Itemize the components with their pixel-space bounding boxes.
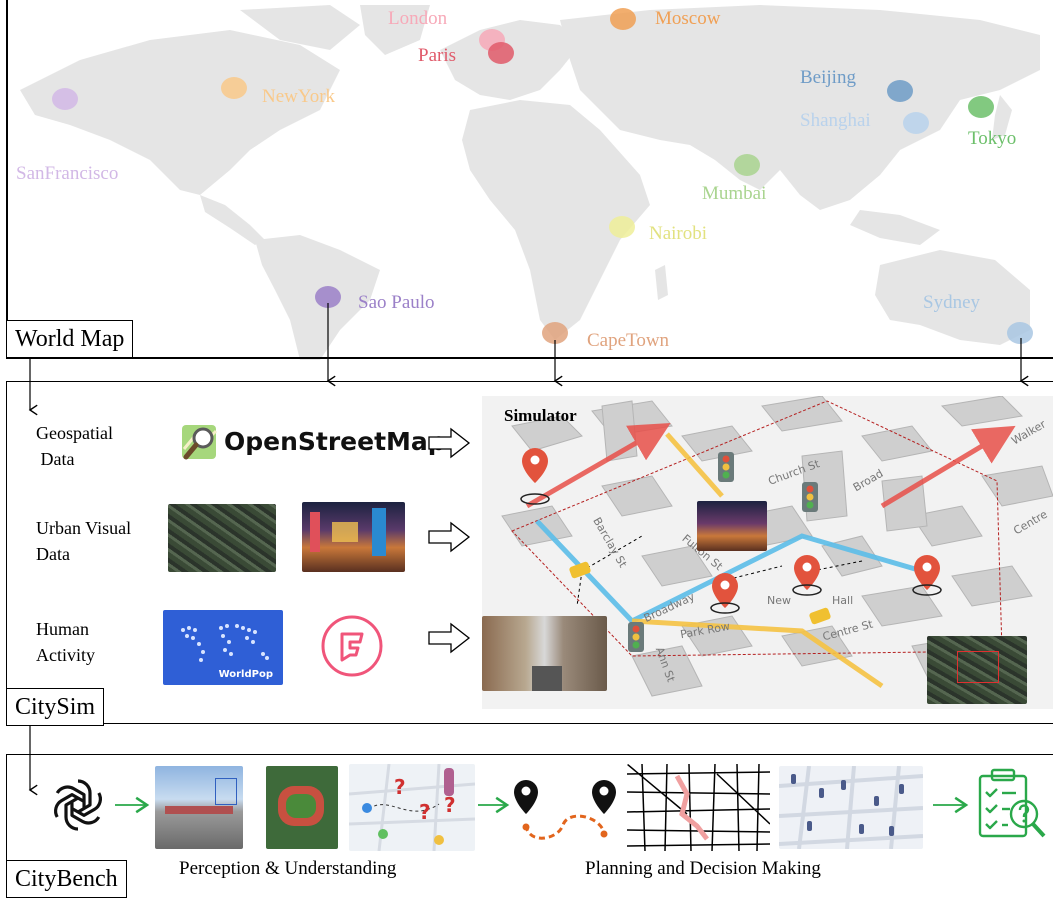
road-network-image xyxy=(627,764,770,851)
world-map-label: World Map xyxy=(6,320,134,358)
perception-understanding-caption: Perception & Understanding xyxy=(179,858,397,879)
simulator-night-photo xyxy=(697,501,767,551)
world-map-panel: London Paris Moscow NewYork SanFrancisco… xyxy=(0,0,1053,360)
urban-visual-data-label: Urban Visual Data xyxy=(36,518,132,564)
city-label-sydney: Sydney xyxy=(923,292,980,313)
citysim-panel xyxy=(6,381,1053,724)
city-label-tokyo: Tokyo xyxy=(968,128,1017,149)
svg-text:?: ? xyxy=(419,800,431,824)
city-label-sanfrancisco: SanFrancisco xyxy=(16,163,119,184)
city-label-newyork: NewYork xyxy=(262,86,336,107)
map-navigation-image: ? ? ? xyxy=(349,764,475,851)
city-marker-saopaulo xyxy=(315,286,341,308)
city-label-saopaulo: Sao Paulo xyxy=(358,292,435,313)
svg-text:?: ? xyxy=(444,793,456,817)
osm-label: OpenStreetMap xyxy=(224,427,446,456)
street-night-photo-thumbnail xyxy=(302,502,405,572)
street-label-hall: Hall xyxy=(832,594,854,607)
satellite-image-thumbnail xyxy=(168,504,276,572)
city-marker-sydney xyxy=(1007,322,1033,344)
city-label-shanghai: Shanghai xyxy=(800,110,871,131)
world-map-border-left xyxy=(6,0,8,358)
city-marker-mumbai xyxy=(734,154,760,176)
city-label-nairobi: Nairobi xyxy=(649,223,708,244)
citysim-label: CitySim xyxy=(6,688,105,726)
svg-text:?: ? xyxy=(394,775,406,799)
simulator-street-view-photo xyxy=(482,616,607,691)
street-scene-image xyxy=(155,766,243,849)
data-to-simulator-arrows xyxy=(428,427,471,654)
city-marker-moscow xyxy=(610,8,636,30)
city-marker-paris xyxy=(488,42,514,64)
city-marker-tokyo xyxy=(968,96,994,118)
street-label-new: New xyxy=(767,594,791,607)
city-label-capetown: CapeTown xyxy=(587,330,670,351)
city-marker-sanfrancisco xyxy=(52,88,78,110)
worldpop-logo-icon: WorldPop xyxy=(163,610,283,685)
simulator-map-graphic xyxy=(501,396,1053,697)
geospatial-data-label: Geospatial Data xyxy=(36,423,113,469)
foursquare-logo-icon xyxy=(321,615,383,677)
city-marker-capetown xyxy=(542,322,568,344)
osm-logo-icon xyxy=(182,425,218,460)
world-map-graphic xyxy=(20,5,1040,360)
city-marker-newyork xyxy=(221,77,247,99)
city-marker-beijing xyxy=(887,80,913,102)
citybench-panel xyxy=(6,754,1053,898)
human-activity-label: Human Activity xyxy=(36,619,95,665)
traffic-map-image xyxy=(779,766,923,849)
satellite-stadium-image xyxy=(266,766,338,849)
simulator-title: Simulator xyxy=(504,406,577,425)
city-label-mumbai: Mumbai xyxy=(702,183,767,204)
openai-logo-icon xyxy=(54,779,102,831)
citybench-label: CityBench xyxy=(6,860,127,898)
planning-decision-caption: Planning and Decision Making xyxy=(585,858,821,879)
city-marker-shanghai xyxy=(903,112,929,134)
city-label-beijing: Beijing xyxy=(800,67,856,88)
route-pins-icon xyxy=(514,780,616,840)
city-label-london: London xyxy=(388,8,448,29)
city-label-moscow: Moscow xyxy=(655,8,721,29)
simulator-view: Simulator Church St Broadway Park Row Ce… xyxy=(482,396,1053,709)
simulator-satellite-photo xyxy=(927,636,1027,704)
evaluation-clipboard-icon xyxy=(978,768,1046,838)
city-label-paris: Paris xyxy=(418,45,456,66)
worldpop-label: WorldPop xyxy=(218,669,273,680)
city-marker-nairobi xyxy=(609,216,635,238)
world-map-border-bottom xyxy=(6,357,1053,359)
